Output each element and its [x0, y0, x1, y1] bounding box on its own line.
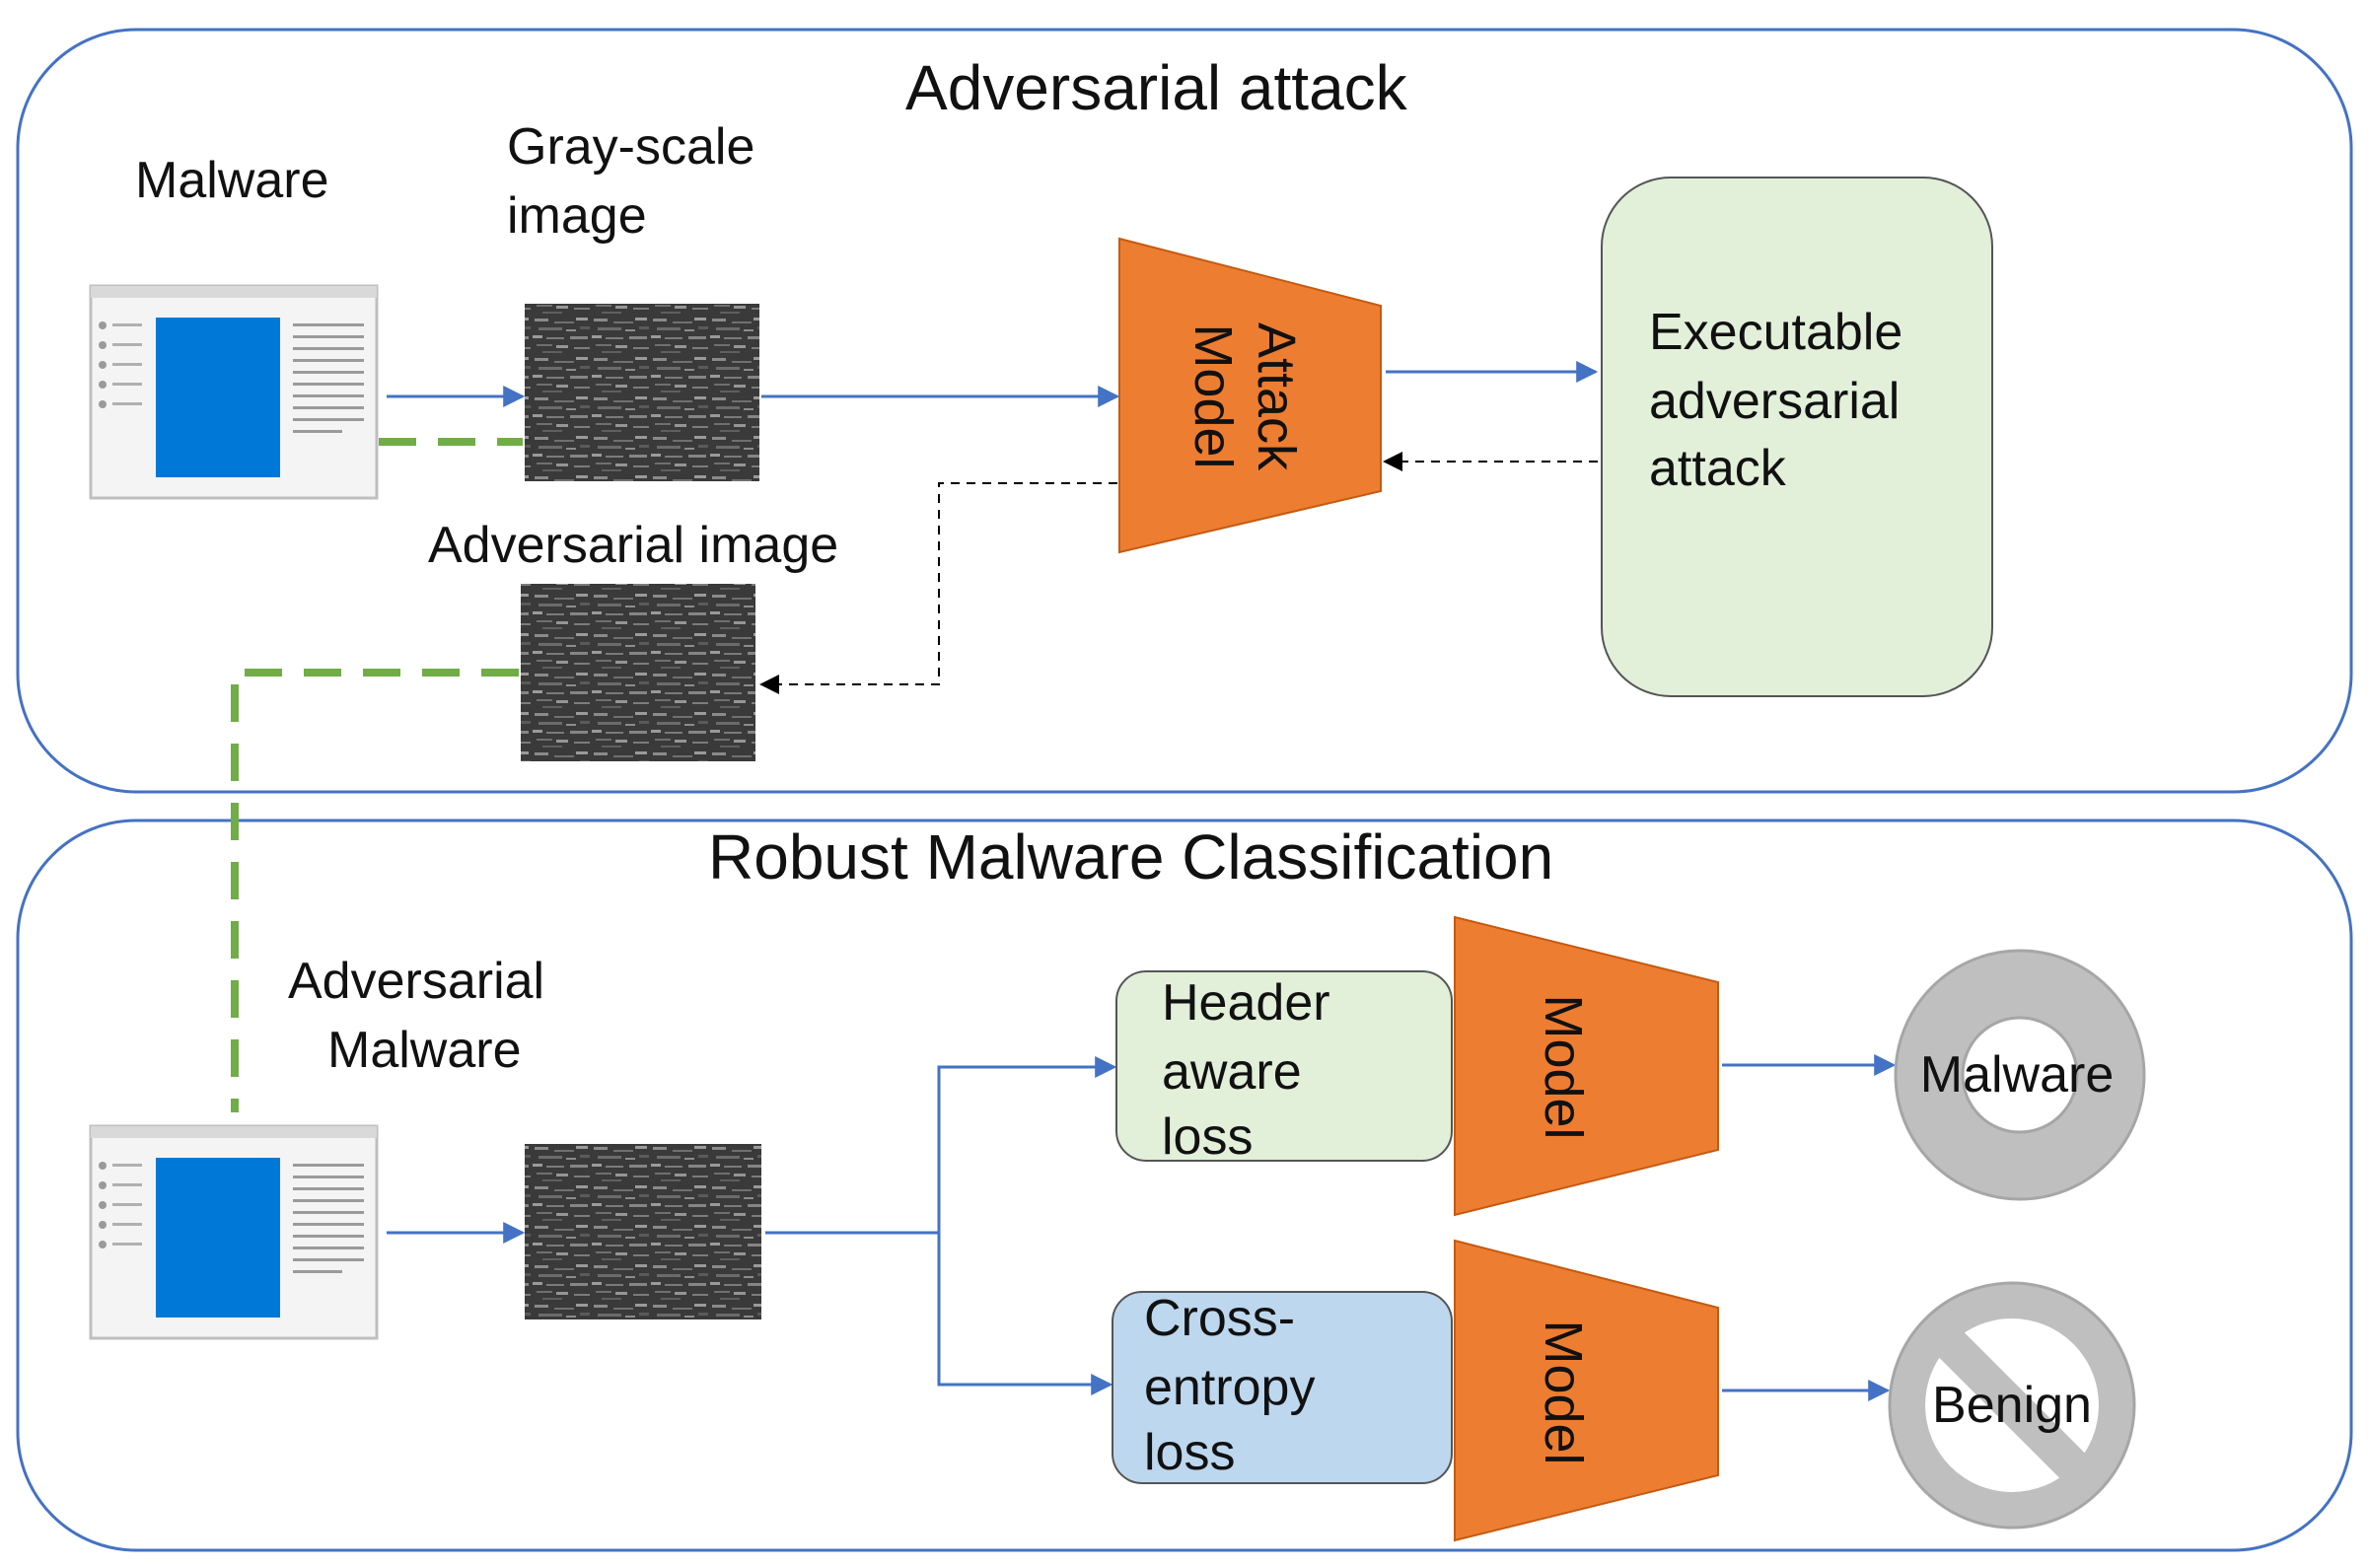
top-panel [16, 28, 2353, 794]
grayscale-image [525, 304, 759, 481]
attack-model-label-line2: Model [1184, 323, 1243, 469]
adversarial-malware-label-line2: Malware [327, 1022, 522, 1079]
header-loss-label-line3: loss [1162, 1108, 1254, 1166]
dashed-link-adversarial-to-bottom [231, 669, 519, 1112]
attack-model-shape [1118, 237, 1382, 554]
bottom-grayscale-image [525, 1144, 761, 1319]
adversarial-image [521, 584, 755, 761]
header-loss-label-line2: aware [1162, 1043, 1302, 1101]
grayscale-label-line1: Gray-scale [507, 118, 755, 176]
circle-ring-icon [1894, 949, 2146, 1201]
malware-window-icon [89, 284, 379, 500]
executable-label-line2: adversarial [1649, 373, 1901, 430]
model-label-bottom: Model [1534, 1319, 1593, 1465]
adversarial-image-label: Adversarial image [428, 517, 839, 574]
executable-label-line1: Executable [1649, 304, 1903, 361]
adversarial-malware-window-icon [89, 1124, 379, 1340]
model-label-top: Model [1534, 994, 1593, 1140]
header-loss-label-line1: Header [1162, 974, 1330, 1032]
bottom-panel-title: Robust Malware Classification [708, 821, 1554, 892]
executable-label-line3: attack [1649, 440, 1786, 497]
output-malware-label: Malware [1919, 1046, 2115, 1104]
header-aware-loss-box [1115, 970, 1453, 1162]
cross-entropy-label-line2: entropy [1144, 1359, 1316, 1416]
executable-attack-box [1601, 177, 1993, 697]
bottom-panel [16, 819, 2353, 1552]
adversarial-malware-label-line1: Adversarial [288, 953, 545, 1010]
cross-entropy-loss-box [1112, 1291, 1453, 1484]
cross-entropy-label-line3: loss [1144, 1424, 1236, 1481]
grayscale-label-line2: image [507, 187, 647, 245]
attack-model-label-line1: Attack [1247, 321, 1306, 471]
top-panel-title: Adversarial attack [905, 52, 1407, 123]
output-benign-label: Benign [1932, 1377, 2092, 1434]
malware-label: Malware [135, 152, 329, 209]
model-shape-top [1454, 915, 1719, 1217]
cross-entropy-label-line1: Cross- [1144, 1290, 1296, 1347]
prohibited-sign-icon [1888, 1281, 2136, 1530]
model-shape-bottom [1454, 1239, 1719, 1542]
arrow-to-header-loss [937, 1056, 1117, 1233]
arrow-to-cross-entropy [937, 1233, 1113, 1395]
attack-model-label: Attack Model [1182, 322, 1308, 470]
